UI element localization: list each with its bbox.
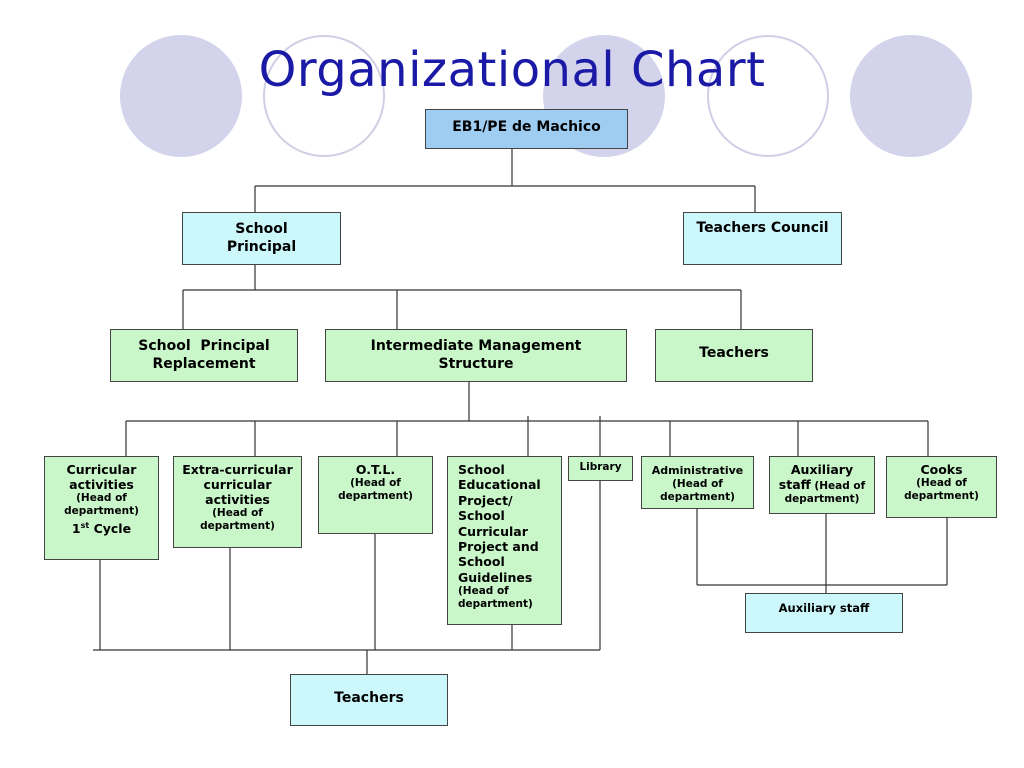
otl-sub2: department): [338, 490, 413, 502]
cooks-label: Cooks: [920, 462, 963, 477]
otl-sub1: (Head of: [350, 477, 401, 489]
curricular-sub1: (Head of: [76, 492, 127, 504]
slide-title: Organizational Chart: [258, 42, 766, 98]
curricular-activities-box: Curricular activities (Head of departmen…: [44, 456, 159, 560]
auxiliary-line2: staff (Head of: [779, 477, 865, 493]
decor-circle-2: [263, 35, 385, 157]
administrative-box: Administrative (Head of department): [641, 456, 754, 509]
curricular-cycle-num: 1: [71, 521, 81, 537]
library-label: Library: [579, 461, 622, 473]
otl-label: O.T.L.: [355, 462, 396, 477]
curricular-line2: activities: [69, 477, 134, 492]
root-box: EB1/PE de Machico: [425, 109, 628, 149]
sep-line3: Project/: [458, 492, 513, 508]
auxiliary-staff-box: Auxiliary staff: [745, 593, 903, 633]
curricular-cycle-word: Cycle: [89, 521, 132, 537]
principal-replacement-box: School Principal Replacement: [110, 329, 298, 382]
teachers-council-label: Teachers Council: [696, 220, 829, 236]
extracurricular-line2: curricular: [203, 477, 272, 492]
sep-sub1: (Head of: [458, 585, 509, 598]
sep-line6: Project and: [458, 539, 539, 555]
extracurricular-line1: Extra-curricular: [182, 462, 293, 477]
sep-sub2: department): [458, 598, 533, 611]
sep-line4: School: [458, 508, 505, 524]
sep-line7: School: [458, 554, 505, 570]
library-box: Library: [568, 456, 633, 481]
teachers-bottom-box: Teachers: [290, 674, 448, 726]
principal-replacement-line2: Replacement: [152, 356, 256, 372]
administrative-label: Administrative: [651, 464, 744, 477]
administrative-sub2: department): [660, 491, 735, 503]
teachers-level2-box: Teachers: [655, 329, 813, 382]
sep-line8: Guidelines: [458, 569, 533, 585]
teachers-bottom-label: Teachers: [334, 690, 404, 706]
decor-circle-4: [707, 35, 829, 157]
auxiliary-staff-head-box: Auxiliary staff (Head of department): [769, 456, 875, 514]
curricular-sub2: department): [64, 505, 139, 517]
root-label: EB1/PE de Machico: [452, 119, 601, 135]
curricular-cycle-sup: st: [80, 521, 90, 530]
sep-line5: Curricular: [458, 523, 528, 539]
intermediate-management-line2: Structure: [438, 356, 514, 372]
school-principal-line1: School: [235, 221, 288, 237]
auxiliary-staff-label: Auxiliary staff: [778, 601, 870, 615]
extracurricular-line3: activities: [205, 492, 270, 507]
otl-box: O.T.L. (Head of department): [318, 456, 433, 534]
decor-circle-5: [850, 35, 972, 157]
school-educational-project-box: School Educational Project/ School Curri…: [447, 456, 562, 625]
auxiliary-staff-word: staff: [778, 477, 811, 492]
extracurricular-sub2: department): [200, 520, 275, 532]
intermediate-management-box: Intermediate Management Structure: [325, 329, 627, 382]
extracurricular-sub1: (Head of: [212, 507, 263, 519]
teachers-council-box: Teachers Council: [683, 212, 842, 265]
school-principal-line2: Principal: [226, 239, 297, 255]
decor-circle-1: [120, 35, 242, 157]
auxiliary-label: Auxiliary: [790, 462, 854, 477]
auxiliary-headof: (Head of: [810, 480, 866, 492]
cooks-sub1: (Head of: [916, 477, 967, 489]
extracurricular-activities-box: Extra-curricular curricular activities (…: [173, 456, 302, 548]
curricular-cycle: 1st Cycle: [72, 518, 131, 536]
cooks-box: Cooks (Head of department): [886, 456, 997, 518]
principal-replacement-line1: School Principal: [138, 338, 270, 354]
school-principal-box: School Principal: [182, 212, 341, 265]
curricular-line1: Curricular: [66, 462, 137, 477]
auxiliary-sub: department): [784, 493, 860, 505]
cooks-sub2: department): [904, 490, 979, 502]
sep-line2: Educational: [458, 477, 541, 493]
sep-line1: School: [458, 462, 505, 477]
intermediate-management-line1: Intermediate Management: [370, 338, 582, 354]
teachers-level2-label: Teachers: [699, 345, 769, 361]
administrative-sub1: (Head of: [672, 478, 723, 490]
